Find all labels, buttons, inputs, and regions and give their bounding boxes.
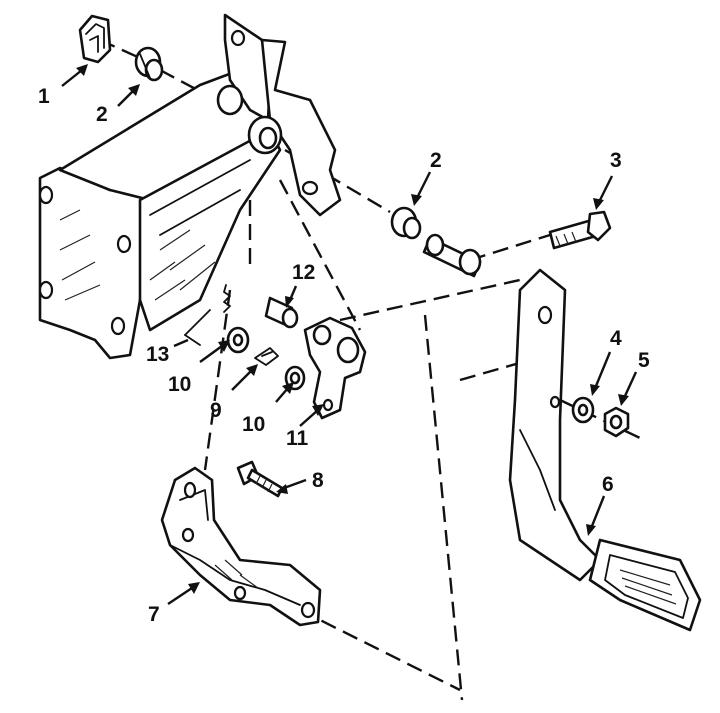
callout-arrows xyxy=(61,64,638,605)
callout-10-left: 10 xyxy=(168,373,192,396)
callout-1: 1 xyxy=(38,85,50,108)
callout-9: 9 xyxy=(210,399,222,422)
part-4-washer xyxy=(571,396,595,424)
part-10-washer-a xyxy=(226,326,250,354)
callout-8: 8 xyxy=(312,469,324,492)
callout-2-left: 2 xyxy=(96,103,108,126)
part-7-lower-bracket xyxy=(160,466,322,627)
part-9-clip xyxy=(254,347,279,366)
part-12-spacer xyxy=(264,296,299,329)
part-1-clip xyxy=(78,14,112,64)
part-6-clutch-pedal xyxy=(508,268,702,632)
callout-10-right: 10 xyxy=(242,413,266,436)
callout-5: 5 xyxy=(638,349,650,372)
callout-7: 7 xyxy=(148,603,160,626)
part-11-lever xyxy=(303,316,367,420)
callout-2-right: 2 xyxy=(430,149,442,172)
part-3-bolt xyxy=(548,210,612,250)
callout-11: 11 xyxy=(286,427,309,450)
part-5-nut xyxy=(603,406,630,438)
part-2-bushing-left xyxy=(134,46,164,82)
callout-13: 13 xyxy=(146,343,170,366)
part-8-bolt xyxy=(236,460,284,498)
callout-3: 3 xyxy=(610,149,622,172)
part-2-bushing-right xyxy=(390,206,422,240)
callout-6: 6 xyxy=(602,473,614,496)
callout-12: 12 xyxy=(292,261,316,284)
pedal-support-bracket xyxy=(38,13,342,360)
pivot-shaft xyxy=(422,233,482,278)
callout-4: 4 xyxy=(610,327,622,350)
part-13-spring xyxy=(184,284,231,346)
